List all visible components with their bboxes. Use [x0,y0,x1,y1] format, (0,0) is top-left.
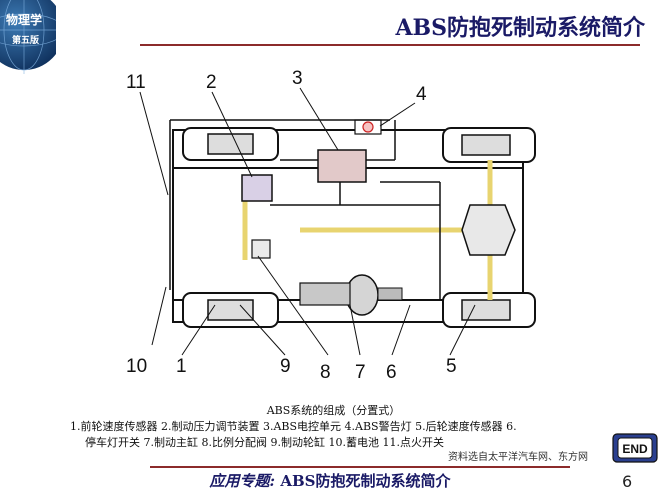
callout-4: 4 [416,84,427,105]
callout-10: 10 [126,356,147,377]
end-button[interactable]: END [612,430,660,466]
diagram-caption-line2: 停车灯开关 7.制动主缸 8.比例分配阀 9.制动轮缸 10.蓄电池 11.点火… [85,436,444,449]
page-title: ABS防抱死制动系统简介 [395,15,645,41]
callout-6: 6 [386,362,397,383]
footer-title: ABS防抱死制动系统简介 [280,472,451,490]
end-label: END [622,442,648,456]
footer-lead: 应用专题: [209,472,276,490]
proportioning-valve [251,239,271,259]
wheel-front-left [182,127,279,161]
wiring [169,119,441,300]
page-number: 6 [622,472,633,491]
callout-2: 2 [206,72,217,93]
callout-8: 8 [320,362,331,383]
abs-diagram: 11 2 3 4 10 1 9 8 7 6 5 [126,68,536,383]
end-icon: END [612,433,658,463]
logo-edition: 第五版 [12,36,40,46]
footer-divider [150,466,570,468]
title-divider [140,44,640,46]
diagram-caption-heading: ABS系统的组成（分置式） [266,404,401,417]
globe-icon [0,0,56,74]
callout-3: 3 [292,68,303,89]
callout-7: 7 [355,362,366,383]
rear-differential [461,204,516,256]
diagram-caption-line1: 1.前轮速度传感器 2.制动压力调节装置 3.ABS电控单元 4.ABS警告灯 … [70,420,517,433]
pressure-modulator [241,174,273,202]
logo-title: 物理学 [6,13,43,27]
callout-11: 11 [126,72,146,93]
footer: 应用专题: ABS防抱死制动系统简介 [180,470,480,491]
callout-1: 1 [176,356,187,377]
logo: 物理学 第五版 [0,0,56,74]
callout-5: 5 [446,356,457,377]
source-note: 资料选自太平洋汽车网、东方网 [448,452,588,463]
callout-9: 9 [280,356,291,377]
callout-leaders [139,87,476,356]
brake-booster [299,274,403,316]
warning-lamp [354,119,382,135]
wheel-rear-right [442,292,536,328]
abs-ecu [317,149,367,183]
wheel-front-right [182,292,279,328]
wheel-rear-left [442,127,536,163]
